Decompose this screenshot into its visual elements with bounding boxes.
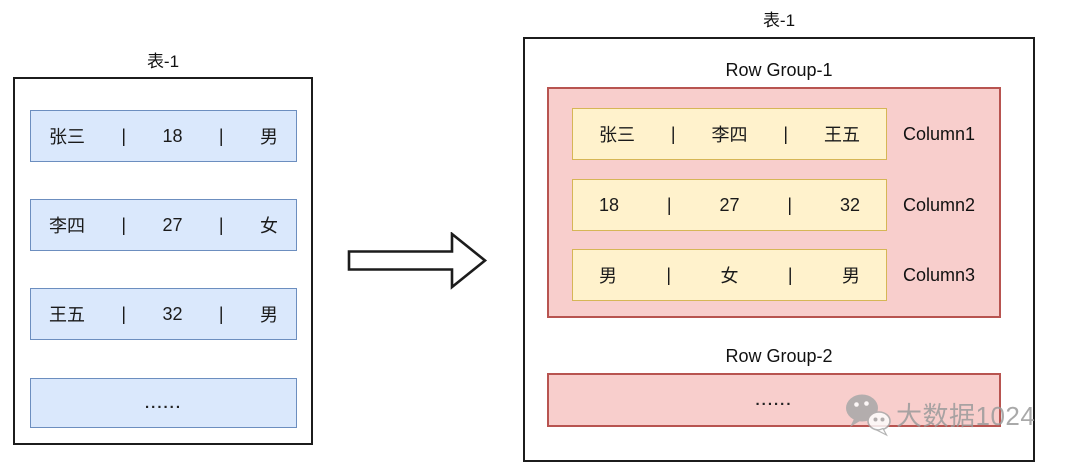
table-row-ellipsis: ...... [30, 378, 297, 428]
left-table-box: 张三 | 18 | 男 李四 | 27 | 女 王五 | 32 | 男 ....… [13, 77, 313, 445]
cell: 王五 [49, 305, 85, 325]
table-row: 王五 | 32 | 男 [30, 288, 297, 340]
separator: | [670, 123, 676, 144]
separator: | [218, 214, 224, 235]
row-group-2-label: Row Group-2 [725, 346, 833, 366]
ellipsis: ...... [144, 394, 182, 412]
separator: | [666, 264, 672, 285]
column-chunk: 男 | 女 | 男 [572, 249, 887, 301]
separator: | [783, 123, 789, 144]
cell: 男 [259, 127, 278, 147]
cell: 男 [599, 266, 617, 286]
cell: 张三 [49, 127, 85, 147]
ellipsis: ...... [755, 391, 793, 409]
column-1-label: Column1 [903, 124, 976, 144]
row-group-1-box: 张三 | 李四 | 王五 Column1 18 | 27 | 32 Column… [547, 87, 1001, 318]
cell: 男 [259, 305, 278, 325]
column-2-label: Column2 [903, 195, 976, 215]
cell: 18 [599, 194, 620, 215]
cell: 18 [162, 125, 183, 146]
separator: | [121, 214, 127, 235]
separator: | [787, 264, 793, 285]
row-group-1-label: Row Group-1 [725, 60, 833, 80]
separator: | [218, 125, 224, 146]
separator: | [666, 194, 672, 215]
table-row: 张三 | 18 | 男 [30, 110, 297, 162]
table-row: 李四 | 27 | 女 [30, 199, 297, 251]
row-group-2-box: ...... [547, 373, 1001, 427]
cell: 27 [162, 214, 183, 235]
cell: 男 [842, 266, 860, 286]
cell: 32 [839, 194, 860, 215]
cell: 32 [162, 303, 183, 324]
cell: 王五 [824, 125, 860, 145]
separator: | [121, 125, 127, 146]
cell: 张三 [599, 125, 635, 145]
separator: | [218, 303, 224, 324]
right-arrow-icon [347, 232, 488, 290]
cell: 李四 [49, 216, 85, 236]
column-chunk: 张三 | 李四 | 王五 [572, 108, 887, 160]
cell: 27 [719, 194, 740, 215]
column-chunk: 18 | 27 | 32 [572, 179, 887, 231]
left-table-title: 表-1 [146, 52, 180, 71]
right-table-title: 表-1 [762, 11, 796, 30]
separator: | [121, 303, 127, 324]
cell: 李四 [711, 125, 748, 145]
right-table-box: Row Group-1 张三 | 李四 | 王五 Column1 18 | 27… [523, 37, 1035, 462]
column-3-label: Column3 [903, 265, 976, 285]
separator: | [787, 194, 793, 215]
cell: 女 [259, 216, 278, 236]
cell: 女 [720, 266, 739, 286]
